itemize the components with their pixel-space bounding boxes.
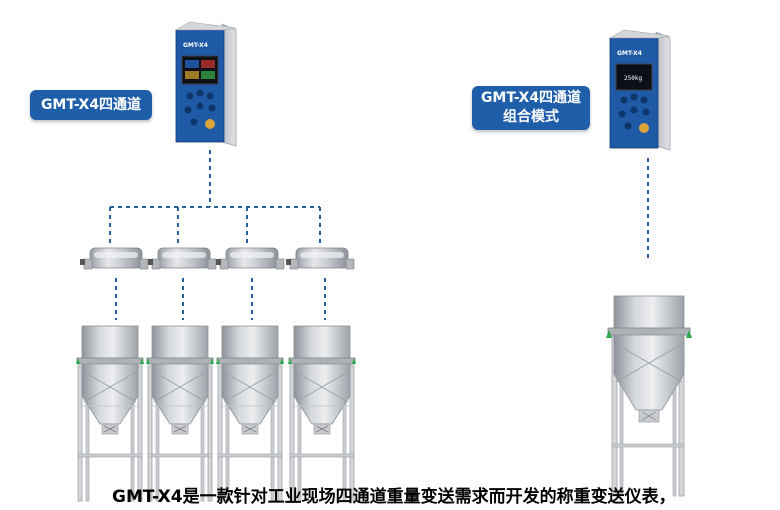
silo (287, 325, 357, 502)
label-four-channel-text: GMT-X4四通道 (40, 97, 142, 113)
silo (145, 325, 215, 502)
device-left-brand: GMT-X4 (183, 42, 208, 49)
load-cell (79, 247, 149, 270)
silo (75, 325, 145, 502)
load-cell (215, 247, 285, 270)
device-right-screen-value: 250kg (624, 75, 642, 82)
silo-large (606, 295, 692, 497)
silo (215, 325, 285, 502)
label-combination-mode-line1: GMT-X4四通道 (480, 90, 582, 106)
device-right: GMT-X4 250kg (608, 29, 671, 151)
label-combination-mode-line2: 组合模式 (503, 109, 559, 125)
wiring-left (109, 150, 326, 320)
label-combination-mode: GMT-X4四通道 组合模式 (472, 86, 590, 130)
caption-text: GMT-X4是一款针对工业现场四通道重量变送需求而开发的称重变送仪表， (112, 487, 676, 507)
load-cell (147, 247, 217, 270)
load-cell (285, 247, 355, 270)
device-left: GMT-X4 (174, 21, 237, 147)
device-right-brand: GMT-X4 (617, 50, 642, 57)
label-four-channel: GMT-X4四通道 (30, 90, 152, 120)
